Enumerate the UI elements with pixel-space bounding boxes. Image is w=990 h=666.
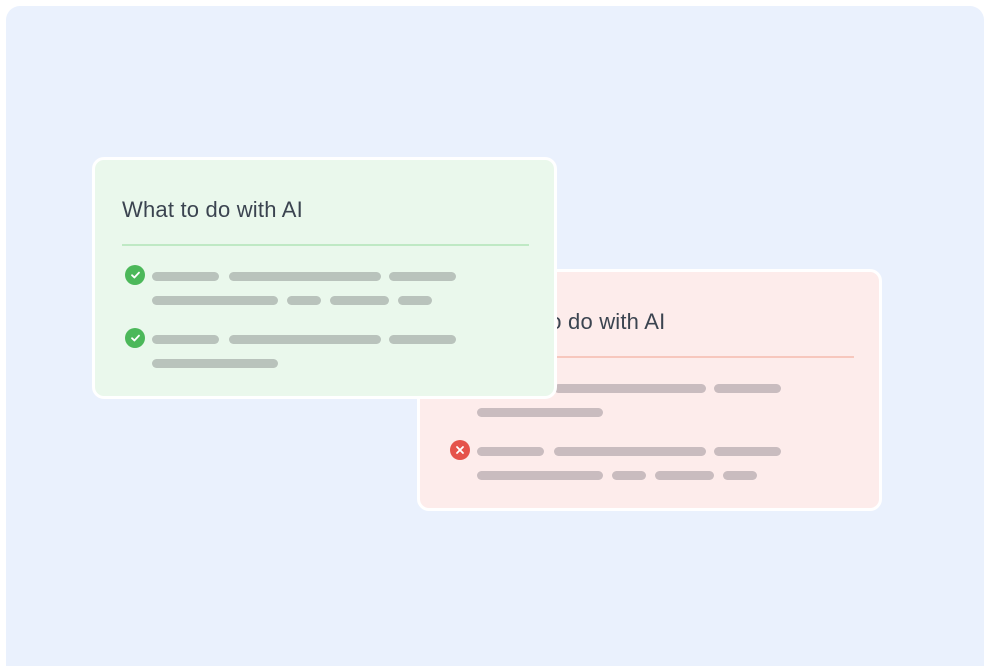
placeholder-text-line [612,471,646,480]
do-card-divider [122,244,529,246]
placeholder-text-line [477,408,603,417]
dont-card-divider [447,356,854,358]
do-card-title: What to do with AI [122,197,303,222]
placeholder-text-line [723,471,757,480]
placeholder-text-line [389,335,456,344]
placeholder-text-line [389,272,456,281]
placeholder-text-line [477,447,544,456]
do-card: What to do with AI [92,157,557,399]
check-circle-icon [125,265,145,285]
placeholder-text-line [554,384,706,393]
placeholder-text-line [152,296,278,305]
placeholder-text-line [714,447,781,456]
placeholder-text-line [714,384,781,393]
placeholder-text-line [330,296,389,305]
placeholder-text-line [229,272,381,281]
placeholder-text-line [655,471,714,480]
placeholder-text-line [398,296,432,305]
placeholder-text-line [554,447,706,456]
placeholder-text-line [477,471,603,480]
illustration-canvas: What not to do with AI What to do with A… [6,6,984,666]
x-circle-icon [450,440,470,460]
check-circle-icon [125,328,145,348]
placeholder-text-line [152,359,278,368]
placeholder-text-line [287,296,321,305]
placeholder-text-line [152,272,219,281]
placeholder-text-line [152,335,219,344]
placeholder-text-line [229,335,381,344]
